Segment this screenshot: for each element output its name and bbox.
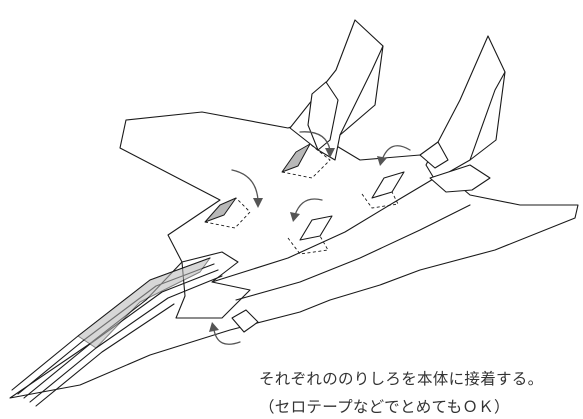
glue-tab-2-outline <box>281 143 331 179</box>
fold-arrows <box>209 131 411 345</box>
stabiliser-right <box>429 164 491 193</box>
caption-line-2: （セロテープなどでとめてもＯＫ） <box>259 398 510 416</box>
caption-line-1: それぞれののりしろを本体に接着する。 <box>259 370 544 388</box>
tail-fin-left <box>289 19 384 161</box>
nose-layers <box>11 257 223 407</box>
rear-notch <box>419 141 449 169</box>
glue-tab-2 <box>281 143 311 173</box>
glue-tab-3 <box>299 215 333 241</box>
plane-side-line <box>235 204 471 301</box>
plane-spine <box>211 174 441 283</box>
glue-tab-4 <box>371 171 405 199</box>
glue-tab-5 <box>231 309 259 333</box>
glue-tab-1-outline <box>204 197 251 229</box>
